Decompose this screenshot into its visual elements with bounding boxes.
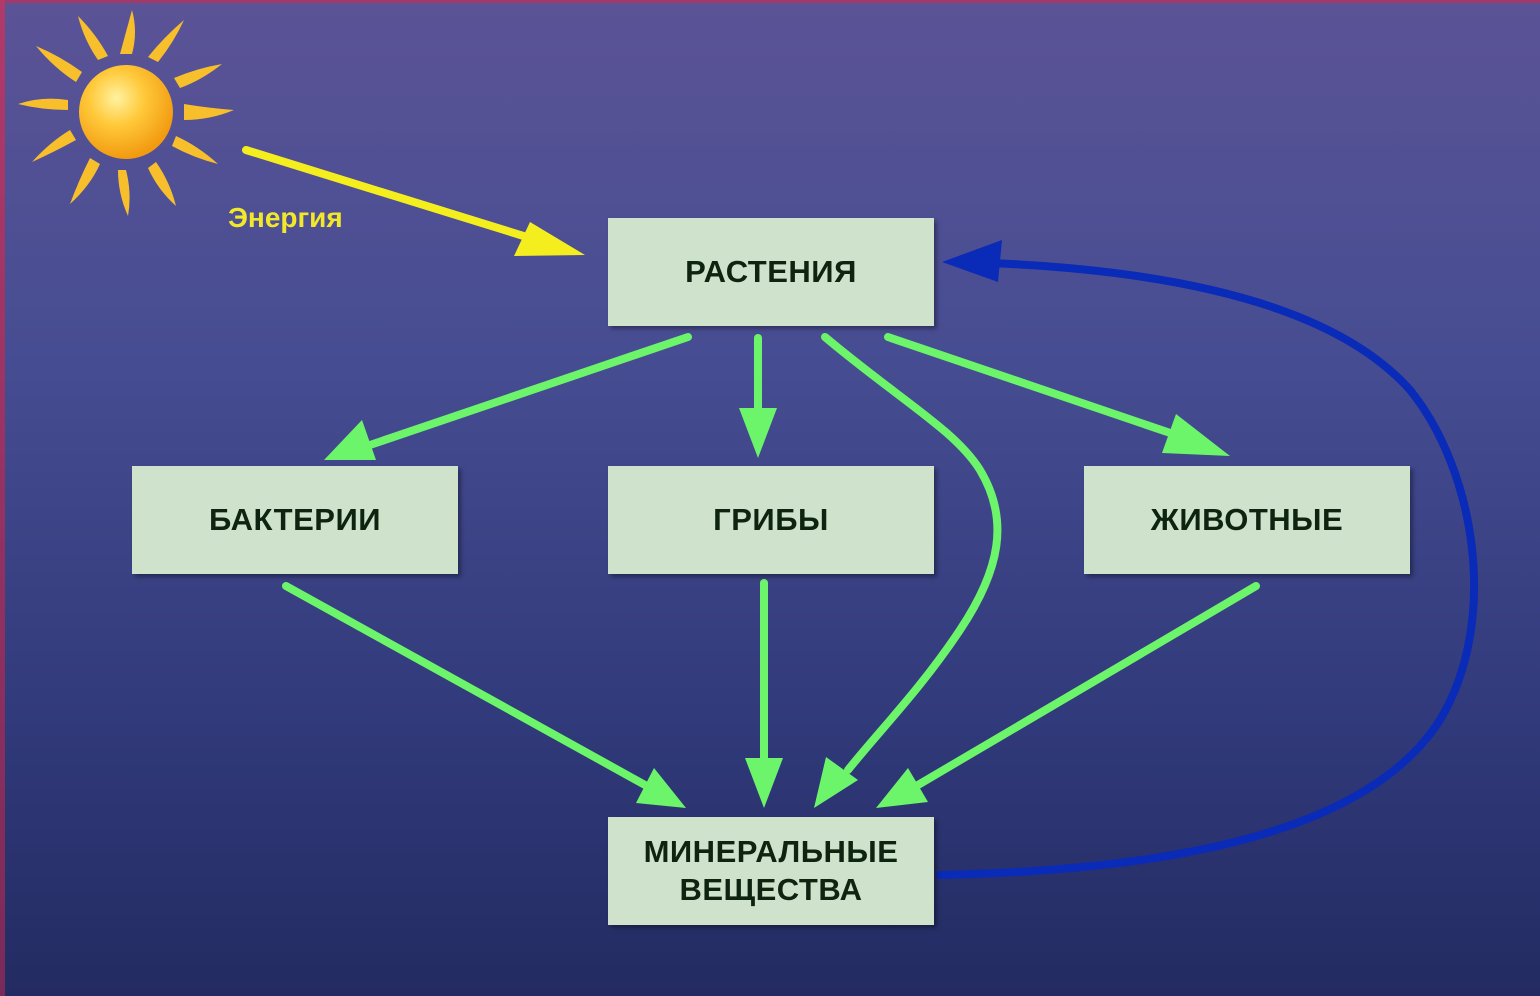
- node-bacteria-label: БАКТЕРИИ: [208, 502, 382, 537]
- energy-label: Энергия: [228, 202, 343, 233]
- arrow-plants-to-fungi: [739, 334, 777, 458]
- node-minerals-label: МИНЕРАЛЬНЫЕ ВЕЩЕСТВА: [643, 834, 899, 907]
- arrow-bacteria-to-minerals: [282, 582, 686, 808]
- node-bacteria: БАКТЕРИИ: [132, 466, 458, 574]
- node-fungi-label: ГРИБЫ: [713, 502, 829, 537]
- arrow-plants-to-minerals: [814, 333, 1002, 808]
- node-plants: РАСТЕНИЯ: [608, 218, 934, 326]
- node-fungi: ГРИБЫ: [608, 466, 934, 574]
- arrow-fungi-to-minerals: [745, 579, 783, 808]
- node-plants-label: РАСТЕНИЯ: [685, 254, 857, 289]
- node-animals: ЖИВОТНЫЕ: [1084, 466, 1410, 574]
- return-arrow-minerals-to-plants: [936, 240, 1479, 879]
- arrow-plants-to-animals: [884, 333, 1230, 456]
- flow-arrows: [282, 333, 1260, 808]
- energy-arrow: [242, 146, 585, 256]
- node-minerals: МИНЕРАЛЬНЫЕ ВЕЩЕСТВА: [608, 817, 934, 925]
- node-animals-label: ЖИВОТНЫЕ: [1150, 502, 1344, 537]
- top-border: [0, 0, 1540, 3]
- arrow-animals-to-minerals: [876, 582, 1260, 808]
- left-border: [0, 0, 5, 996]
- sun-icon: [18, 10, 234, 216]
- arrow-plants-to-bacteria: [324, 333, 692, 460]
